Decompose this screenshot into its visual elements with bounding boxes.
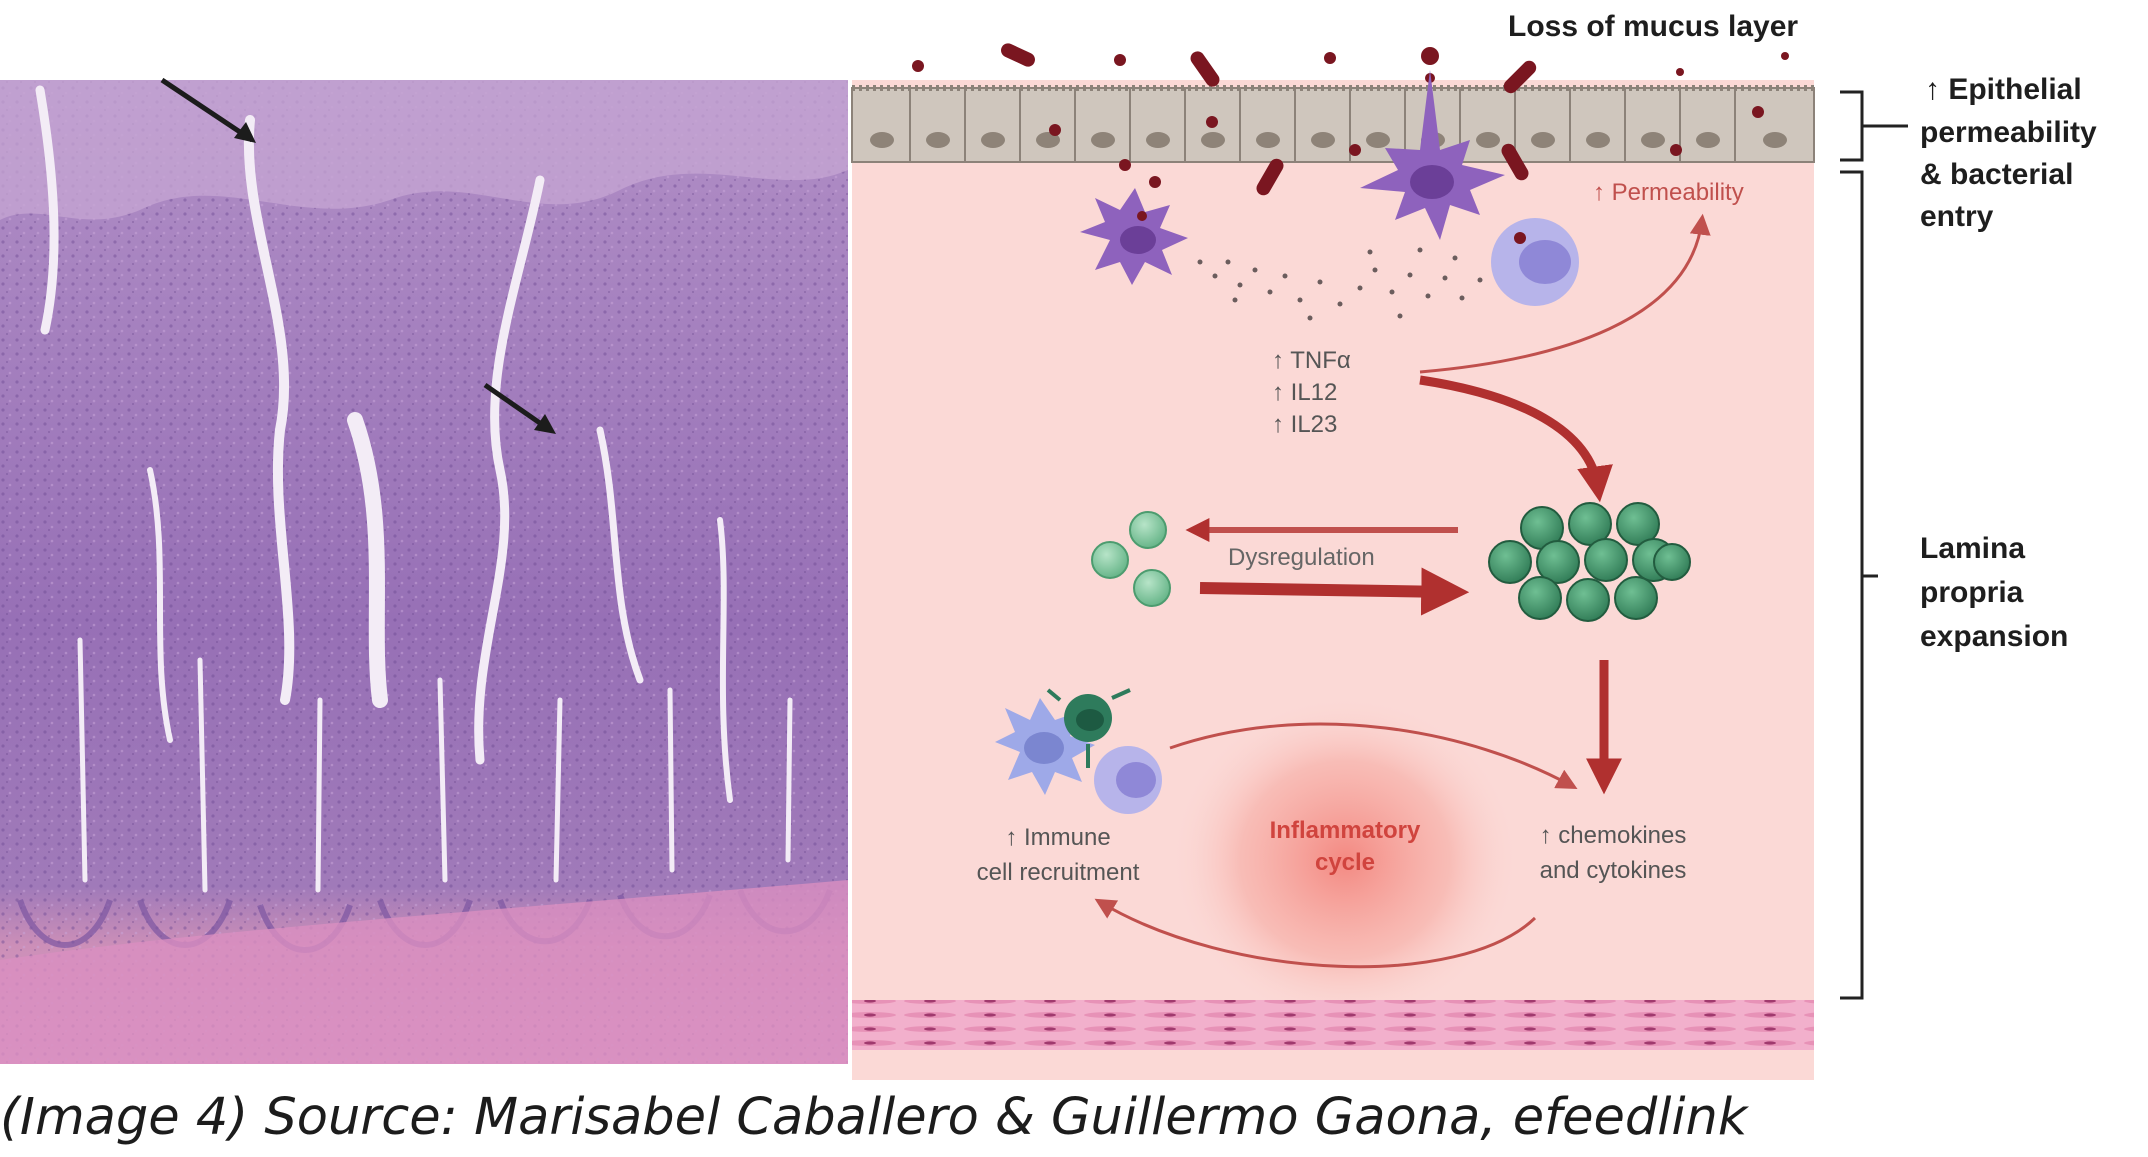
macrophage-cell [1491, 218, 1579, 306]
dysregulation-arrow-right [1199, 567, 1470, 616]
label-il12: ↑ IL12 [1272, 379, 1337, 406]
label-epithelial-line1: ↑ Epithelial [1925, 73, 2082, 106]
t-cell-cluster [1488, 502, 1691, 622]
cytokine-to-cluster-arrow [1419, 375, 1613, 503]
label-tnf: ↑ TNFα [1272, 347, 1351, 374]
label-lamina-line2: propria [1920, 576, 2024, 609]
cycle-arrow-top [1169, 722, 1578, 790]
image-caption: (Image 4) Source: Marisabel Caballero & … [0, 1088, 1748, 1147]
recruited-immune-cells [995, 688, 1162, 814]
dendritic-cell-center [1360, 70, 1505, 240]
label-chemokines-line1: ↑ chemokines [1540, 822, 1687, 849]
bracket-lamina [1840, 170, 1878, 1000]
figure: ↑ TNFα ↑ IL12 ↑ IL23 ↑ Permeability Dysr… [0, 0, 2098, 1080]
inflammatory-cycle-glow [1170, 695, 1520, 1025]
label-il23: ↑ IL23 [1272, 411, 1337, 438]
label-cycle-line2: cycle [1315, 849, 1375, 876]
regulatory-cells [1091, 511, 1171, 607]
label-permeability: ↑ Permeability [1593, 179, 1744, 206]
title-loss-of-mucus: Loss of mucus layer [1508, 10, 1798, 43]
cycle-arrow-bottom [1094, 898, 1537, 969]
label-immune-line1: ↑ Immune [1005, 824, 1110, 851]
bacteria [912, 43, 1789, 196]
schematic-diagram: ↑ TNFα ↑ IL12 ↑ IL23 ↑ Permeability Dysr… [851, 0, 1815, 1080]
label-lamina-line3: expansion [1920, 620, 2068, 653]
histology-image [0, 77, 848, 1064]
cytokine-dots [1197, 247, 1483, 321]
label-epithelial-line2: permeability [1920, 116, 2097, 149]
dendritic-cell-left [1080, 188, 1188, 285]
label-epithelial-line4: entry [1920, 200, 1994, 233]
histology-arrow-middle [483, 382, 556, 434]
bracket-epithelial [1840, 90, 1908, 162]
label-dysregulation: Dysregulation [1228, 544, 1375, 571]
histology-arrow-top [160, 77, 256, 143]
epithelium-layer [851, 85, 1815, 163]
label-lamina-line1: Lamina [1920, 532, 2025, 565]
permeability-arrow [1419, 213, 1711, 374]
label-immune-line2: cell recruitment [977, 859, 1140, 886]
muscle-layer [852, 1000, 1814, 1050]
label-epithelial-line3: & bacterial [1920, 158, 2073, 191]
label-chemokines-line2: and cytokines [1540, 857, 1687, 884]
label-cycle-line1: Inflammatory [1270, 817, 1421, 844]
